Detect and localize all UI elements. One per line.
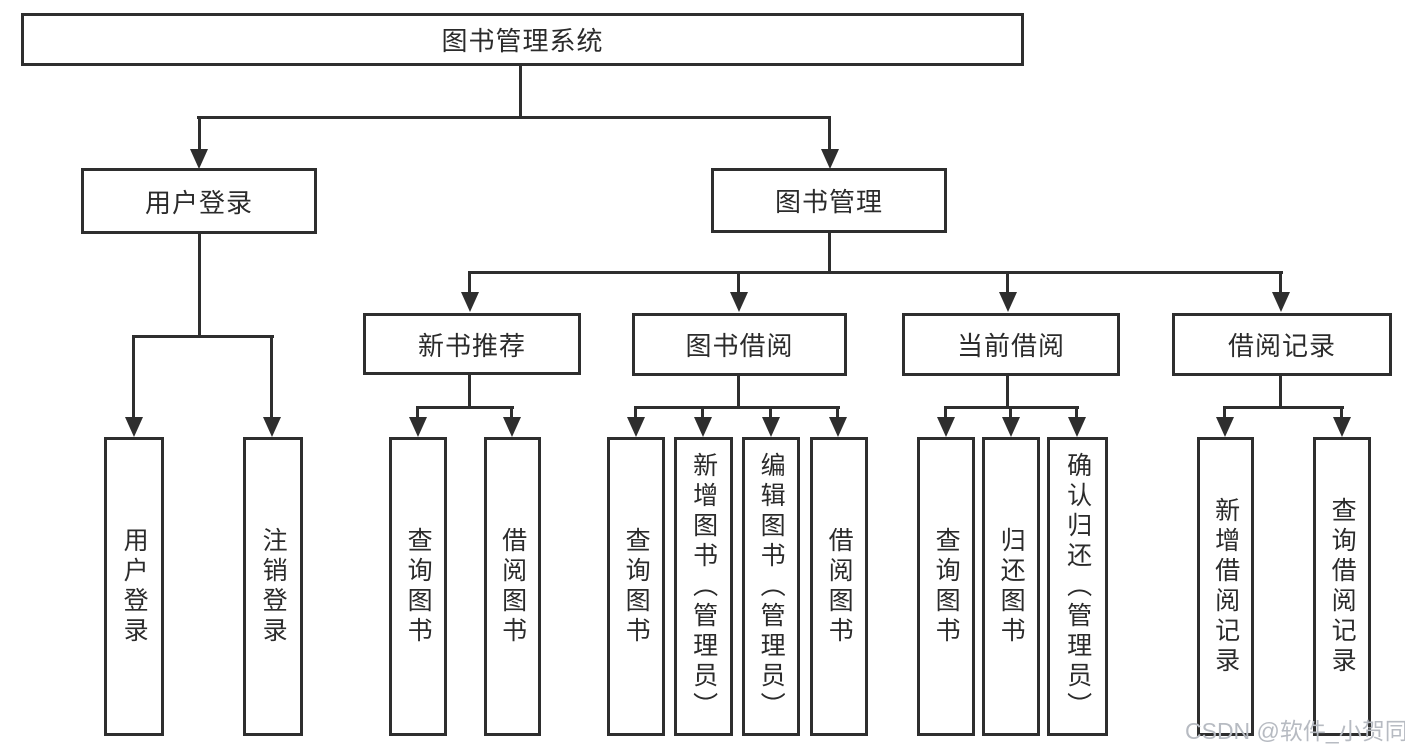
node-current-borrow: 当前借阅 — [902, 313, 1120, 376]
connector-new-book-stem — [468, 375, 471, 409]
arrowhead-current-borrow — [999, 292, 1017, 312]
node-book-borrow-label: 图书借阅 — [685, 331, 794, 361]
leaf-borrow-books-label: 借阅图书 — [825, 526, 854, 647]
leaf-edit-books-admin-label: 编辑图书（管理员） — [757, 451, 786, 722]
leaf-borrow-books: 借阅图书 — [810, 437, 868, 736]
connector-drop-book-borrow — [737, 274, 740, 295]
connector-drop-br-add — [1223, 409, 1226, 421]
node-book-management: 图书管理 — [711, 168, 947, 233]
arrowhead-cb-return — [1002, 417, 1020, 437]
leaf-query-books-recommend-label: 查询图书 — [404, 526, 433, 647]
leaf-borrow-books-recommend-label: 借阅图书 — [498, 526, 527, 647]
leaf-user-login-label: 用户登录 — [120, 526, 149, 647]
node-borrow-records-label: 借阅记录 — [1227, 331, 1336, 361]
connector-drop-book-management — [828, 119, 831, 152]
node-book-borrow: 图书借阅 — [632, 313, 847, 376]
csdn-watermark: CSDN @软件_小贺同学 — [1185, 718, 1405, 744]
connector-drop-br-query — [1340, 409, 1343, 421]
arrowhead-br-add — [1216, 417, 1234, 437]
connector-current-borrow-stem — [1006, 376, 1009, 409]
leaf-return-books-label: 归还图书 — [997, 526, 1026, 647]
arrowhead-br-query — [1333, 417, 1351, 437]
connector-drop-nb-borrow — [510, 409, 513, 421]
leaf-edit-books-admin: 编辑图书（管理员） — [742, 437, 800, 736]
leaf-add-borrow-record: 新增借阅记录 — [1197, 437, 1254, 736]
leaf-return-books: 归还图书 — [982, 437, 1040, 736]
arrowhead-nb-query — [409, 417, 427, 437]
arrowhead-bb-edit — [762, 417, 780, 437]
leaf-query-books-borrow: 查询图书 — [607, 437, 665, 736]
leaf-logout-label: 注销登录 — [259, 526, 288, 647]
arrowhead-bb-add — [694, 417, 712, 437]
arrowhead-leaf-login — [125, 417, 143, 437]
leaf-add-books-admin: 新增图书（管理员） — [674, 437, 733, 736]
leaf-add-books-admin-label: 新增图书（管理员） — [689, 451, 718, 722]
node-new-book-recommend: 新书推荐 — [363, 313, 581, 375]
connector-book-management-stem — [828, 233, 831, 274]
connector-book-borrow-stem — [737, 376, 740, 409]
node-borrow-records: 借阅记录 — [1172, 313, 1392, 376]
leaf-logout: 注销登录 — [243, 437, 303, 736]
node-root: 图书管理系统 — [21, 13, 1024, 66]
connector-drop-user-login — [198, 119, 201, 152]
connector-current-borrow-rail — [944, 406, 1079, 409]
arrowhead-bb-borrow — [829, 417, 847, 437]
connector-drop-cb-confirm — [1075, 409, 1078, 421]
connector-drop-cb-query — [944, 409, 947, 421]
arrowhead-nb-borrow — [503, 417, 521, 437]
connector-root-rail — [197, 116, 831, 119]
arrowhead-book-borrow — [730, 292, 748, 312]
connector-drop-current-borrow — [1006, 274, 1009, 295]
arrowhead-leaf-logout — [263, 417, 281, 437]
connector-drop-nb-query — [416, 409, 419, 421]
leaf-query-borrow-record-label: 查询借阅记录 — [1328, 496, 1357, 677]
node-user-login-label: 用户登录 — [144, 187, 253, 218]
connector-drop-new-book — [468, 274, 471, 295]
connector-drop-borrow-records — [1279, 274, 1282, 295]
arrowhead-cb-confirm — [1068, 417, 1086, 437]
arrowhead-cb-query — [937, 417, 955, 437]
leaf-query-books-borrow-label: 查询图书 — [622, 526, 651, 647]
connector-new-book-rail — [416, 406, 514, 409]
leaf-confirm-return-admin-label: 确认归还（管理员） — [1063, 451, 1092, 722]
connector-drop-bb-borrow — [836, 409, 839, 421]
arrowhead-user-login — [190, 149, 208, 169]
node-new-book-recommend-label: 新书推荐 — [417, 330, 526, 361]
arrowhead-book-management — [821, 149, 839, 169]
leaf-query-books-recommend: 查询图书 — [389, 437, 447, 736]
node-user-login: 用户登录 — [81, 168, 317, 234]
leaf-add-borrow-record-label: 新增借阅记录 — [1211, 496, 1240, 677]
connector-root-stem — [519, 66, 522, 118]
leaf-query-borrow-record: 查询借阅记录 — [1313, 437, 1371, 736]
connector-borrow-records-rail — [1223, 406, 1344, 409]
connector-drop-bb-edit — [769, 409, 772, 421]
node-book-management-label: 图书管理 — [774, 187, 883, 217]
node-root-label: 图书管理系统 — [441, 26, 604, 56]
connector-drop-bb-add — [701, 409, 704, 421]
leaf-confirm-return-admin: 确认归还（管理员） — [1047, 437, 1108, 736]
connector-drop-bb-query — [634, 409, 637, 421]
connector-book-borrow-rail — [634, 406, 840, 409]
leaf-borrow-books-recommend: 借阅图书 — [484, 437, 541, 736]
connector-user-login-rail — [132, 335, 274, 338]
connector-user-login-stem — [198, 234, 201, 338]
arrowhead-borrow-records — [1272, 292, 1290, 312]
connector-book-management-rail — [468, 271, 1283, 274]
connector-drop-leaf-login — [132, 338, 135, 422]
leaf-query-books-current-label: 查询图书 — [932, 526, 961, 647]
arrowhead-bb-query — [627, 417, 645, 437]
connector-drop-leaf-logout — [270, 338, 273, 422]
node-current-borrow-label: 当前借阅 — [956, 331, 1065, 361]
leaf-user-login: 用户登录 — [104, 437, 164, 736]
connector-borrow-records-stem — [1279, 376, 1282, 409]
connector-drop-cb-return — [1009, 409, 1012, 421]
leaf-query-books-current: 查询图书 — [917, 437, 975, 736]
arrowhead-new-book — [461, 292, 479, 312]
